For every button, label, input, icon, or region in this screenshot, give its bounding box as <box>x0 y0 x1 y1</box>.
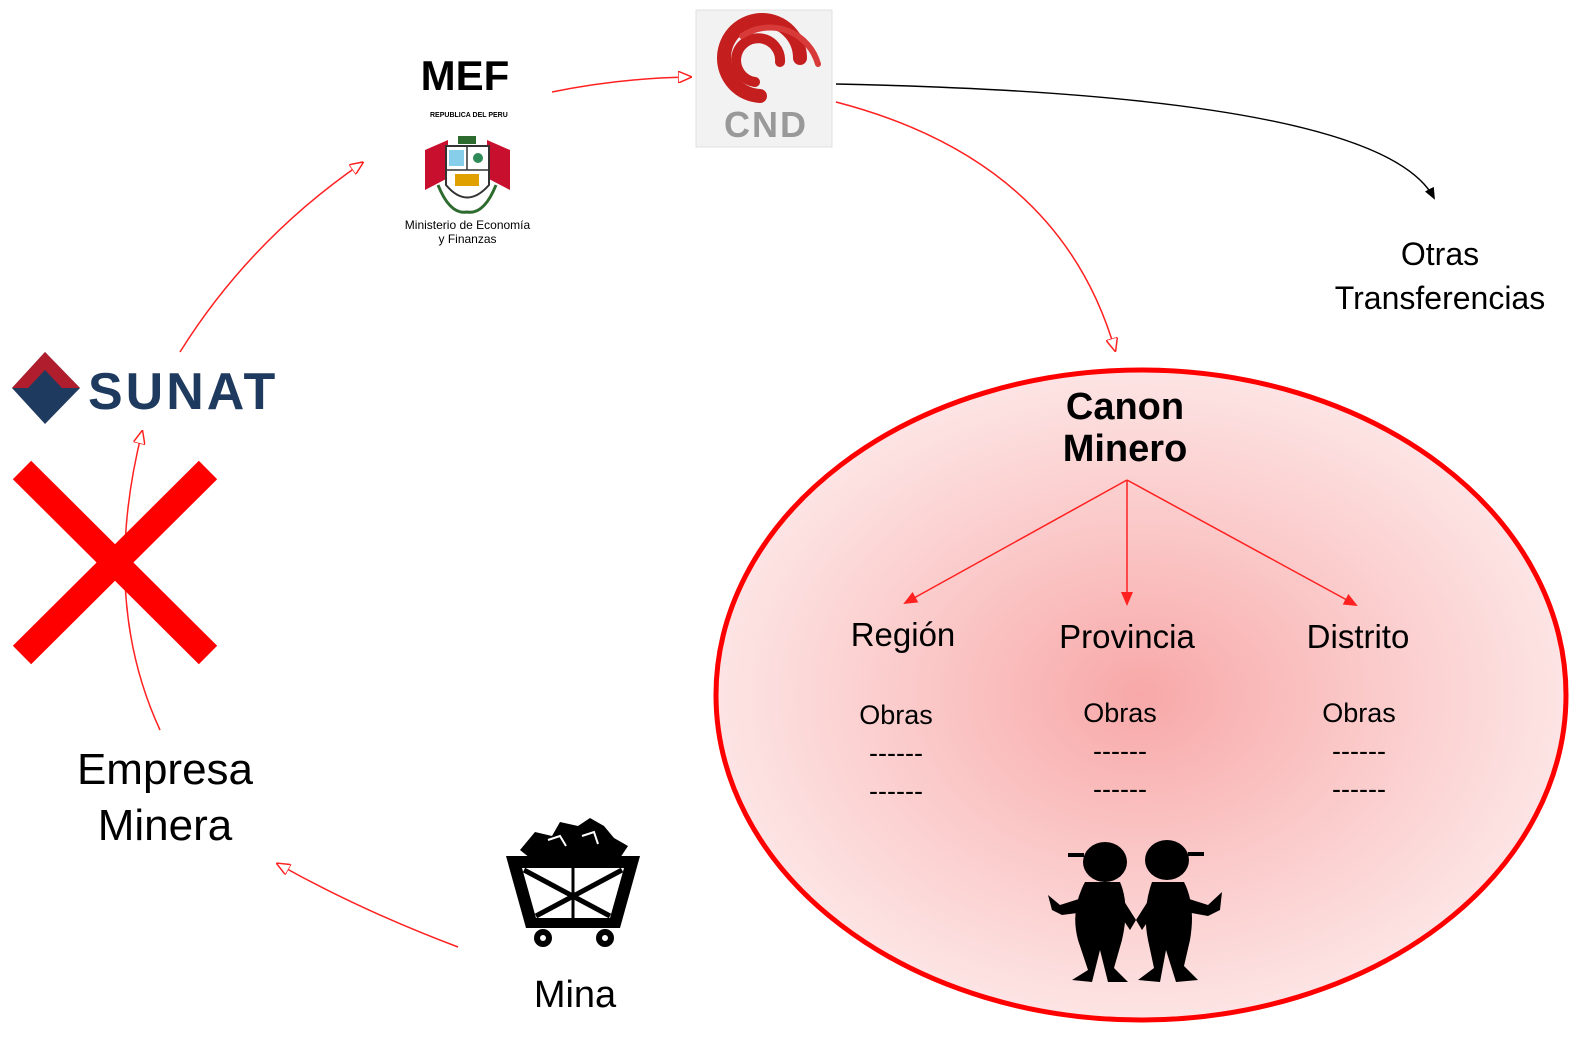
distrito-obras-title: Obras <box>1322 698 1396 728</box>
distrito-obras-dash2: ------ <box>1332 774 1386 804</box>
mina-label: Mina <box>533 974 617 1016</box>
peru-seal-icon <box>425 136 510 214</box>
mef-title: MEF <box>420 52 510 99</box>
people-icon <box>1048 840 1222 982</box>
empresa-line1: Empresa <box>76 745 254 794</box>
region-obras-title: Obras <box>859 700 933 730</box>
sunat-logo-icon <box>12 352 80 424</box>
cnd-logo-icon <box>695 9 833 148</box>
region-obras: Obras ------ ------ <box>816 696 976 810</box>
mef-subtitle-line1: Ministerio de Economía <box>404 218 531 232</box>
mef-subtitle-line2: y Finanzas <box>438 232 497 246</box>
arrow-cnd-to-otras <box>835 83 1435 200</box>
canon-ellipse <box>713 367 1569 1023</box>
empresa-line2: Minera <box>97 801 233 850</box>
provincia-obras-dash2: ------ <box>1093 774 1147 804</box>
provincia-obras: Obras ------ ------ <box>1040 694 1200 808</box>
provincia-label: Provincia <box>1059 618 1195 655</box>
provincia-obras-title: Obras <box>1083 698 1157 728</box>
otras-line2: Transferencias <box>1334 280 1546 316</box>
canon-title-line2: Minero <box>1062 428 1188 470</box>
distrito-obras-dash1: ------ <box>1332 736 1386 766</box>
arrow-mina-to-empresa <box>278 864 459 948</box>
region-obras-dash2: ------ <box>869 776 923 806</box>
otras-transferencias-label: Otras Transferencias <box>1305 232 1575 320</box>
canon-title-line1: Canon <box>1065 386 1185 428</box>
cnd-logo-text: CND <box>724 104 808 145</box>
region-obras-dash1: ------ <box>869 738 923 768</box>
region-label: Región <box>850 616 956 653</box>
canon-title: Canon Minero <box>1010 386 1240 470</box>
provincia-obras-dash1: ------ <box>1093 736 1147 766</box>
arrow-sunat-to-mef <box>179 163 362 353</box>
distrito-obras: Obras ------ ------ <box>1279 694 1439 808</box>
seal-caption: REPUBLICA DEL PERU <box>430 112 508 119</box>
arrow-mef-to-cnd <box>551 77 690 93</box>
distrito-label: Distrito <box>1306 618 1410 655</box>
mine-cart-icon <box>506 818 640 947</box>
empresa-minera-label: Empresa Minera <box>40 742 290 854</box>
arrow-cnd-to-canon <box>835 101 1115 350</box>
otras-line1: Otras <box>1400 236 1480 272</box>
arrow-canon-to-region <box>903 479 1128 604</box>
cross-icon <box>12 460 218 665</box>
mef-subtitle: Ministerio de Economía y Finanzas <box>380 218 555 246</box>
sunat-logo-text: SUNAT <box>88 363 279 421</box>
arrow-canon-to-distrito <box>1126 479 1358 606</box>
